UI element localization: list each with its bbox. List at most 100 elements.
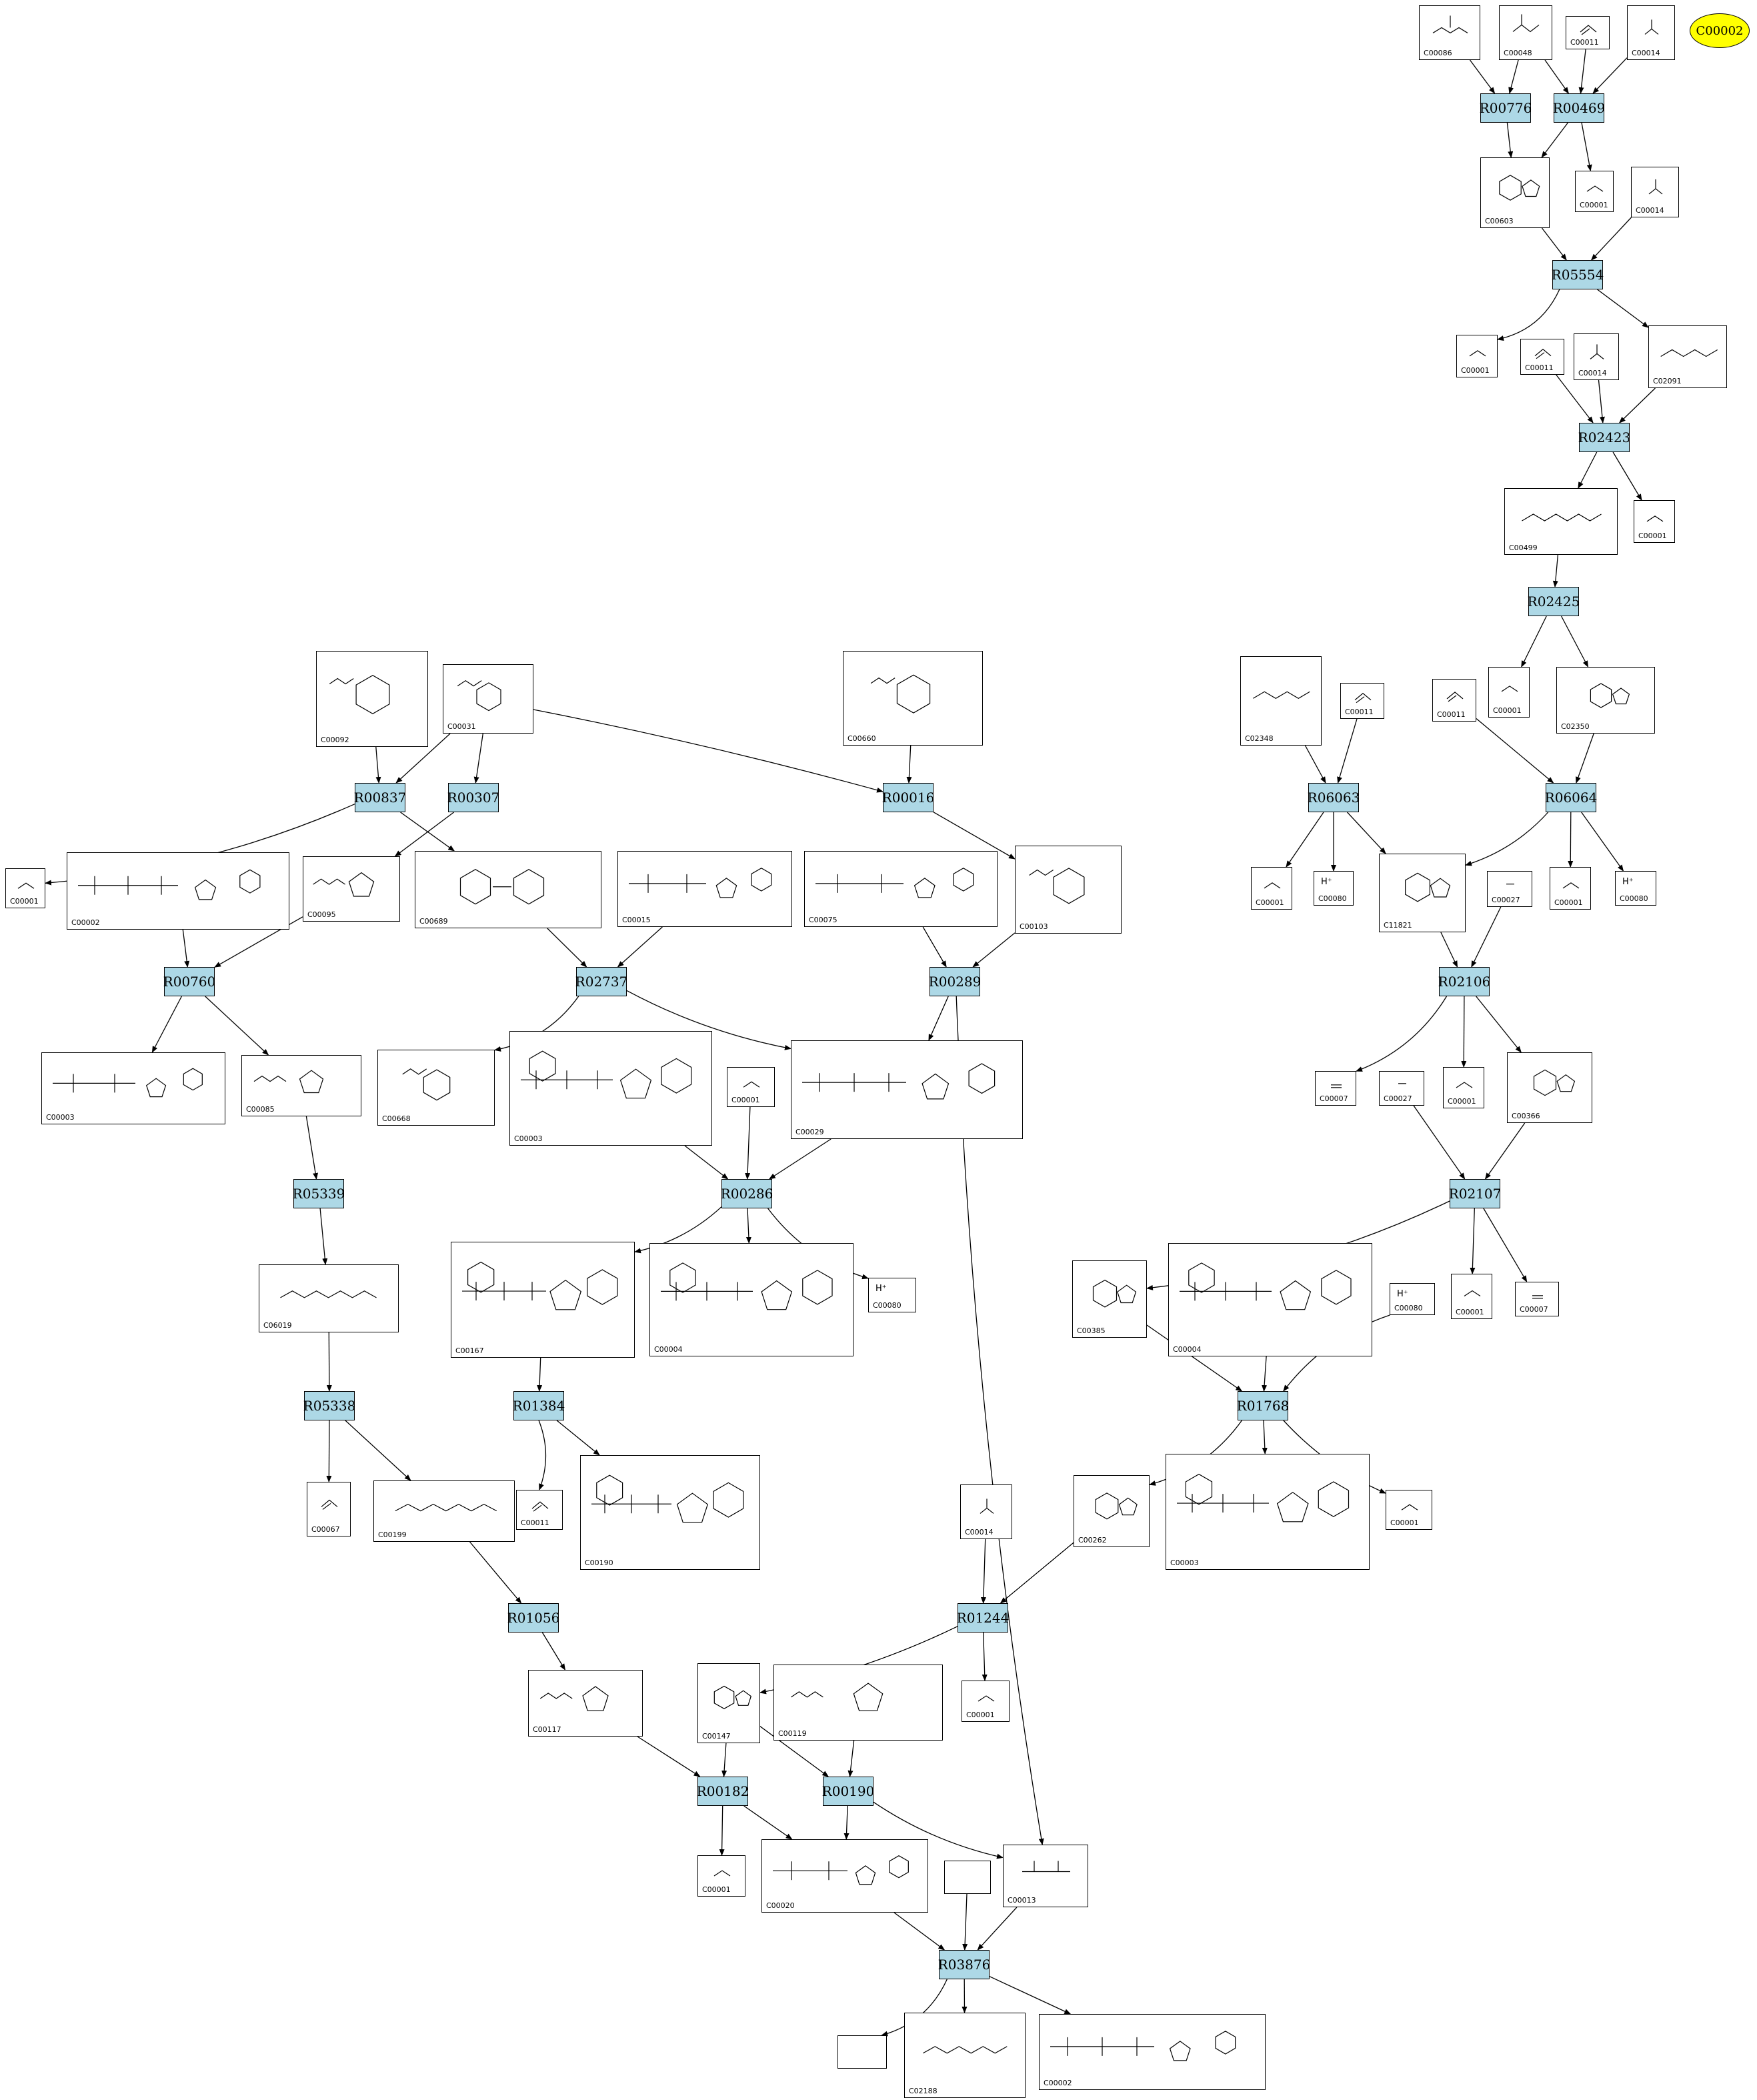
compound-node[interactable]: C00048 [1499,5,1552,60]
compound-node[interactable]: C00001 [5,868,45,908]
compound-node[interactable]: C00001 [1575,171,1614,212]
reaction-node[interactable]: R06063 [1308,783,1360,812]
compound-node[interactable]: C00015 [617,851,792,927]
compound-node[interactable]: C00103 [1015,846,1122,934]
compound-node[interactable]: C00003 [1166,1454,1370,1570]
reaction-node[interactable]: R02425 [1528,587,1580,616]
reaction-node[interactable]: R05338 [303,1391,355,1420]
compound-node[interactable]: C00020 [761,1839,928,1913]
compound-node[interactable]: C00067 [307,1482,351,1536]
reaction-node[interactable]: R01768 [1237,1391,1289,1420]
compound-node[interactable]: C00011 [516,1490,563,1530]
compound-node[interactable]: C00001 [1451,1274,1492,1319]
reaction-node[interactable]: R02423 [1578,423,1630,452]
compound-node[interactable]: C00689 [415,851,601,928]
compound-node[interactable]: C00014 [1627,5,1675,60]
compound-node[interactable]: C00085 [241,1055,361,1116]
reaction-node[interactable]: R05554 [1552,260,1604,289]
reaction-node[interactable]: R00776 [1480,93,1532,123]
compound-node[interactable]: C00002 [67,852,289,930]
compound-node[interactable]: C00002 [1039,2014,1266,2090]
compound-node[interactable]: C00027 [1379,1071,1424,1106]
structure-drawing [17,882,35,889]
compound-node[interactable]: C00199 [373,1480,515,1542]
compound-node[interactable]: C00029 [791,1040,1023,1139]
compound-node[interactable]: C00013 [1003,1845,1088,1907]
compound-node[interactable]: C00001 [1488,667,1530,718]
compound-node[interactable]: C00668 [377,1050,495,1126]
reaction-node[interactable]: R01384 [513,1391,565,1420]
reaction-node[interactable]: R00307 [447,783,499,812]
compound-node[interactable]: C00007 [1515,1282,1559,1316]
compound-node[interactable]: C00027 [1487,871,1532,907]
compound-node[interactable]: C00660 [843,651,983,746]
compound-node[interactable]: C00011 [1566,16,1610,49]
reaction-node[interactable]: R00182 [697,1777,749,1806]
compound-node[interactable]: C00075 [804,851,998,927]
compound-node[interactable]: C02091 [1648,325,1727,388]
compound-node[interactable]: C02350 [1556,667,1655,734]
compound-node[interactable]: C00086 [1419,5,1480,60]
compound-node[interactable]: H⁺C00080 [1390,1283,1435,1315]
compound-node[interactable]: C11821 [1379,854,1466,932]
compound-node[interactable]: C00014 [960,1484,1012,1539]
compound-node[interactable]: C00190 [580,1455,760,1570]
compound-node[interactable]: H⁺C00080 [868,1278,916,1312]
reaction-node[interactable]: R00286 [721,1179,773,1208]
compound-node[interactable]: C00262 [1074,1475,1150,1547]
compound-node[interactable]: C00001 [1456,335,1498,377]
reaction-node[interactable]: R05339 [293,1179,345,1208]
compound-node[interactable]: C00117 [528,1670,643,1737]
compound-node[interactable]: C00366 [1507,1052,1592,1123]
reaction-node[interactable]: R02107 [1449,1179,1501,1208]
compound-node[interactable]: C00499 [1504,488,1618,555]
compound-node[interactable]: C00011 [1432,679,1476,722]
compound-node[interactable]: C00003 [41,1052,225,1124]
compound-node[interactable]: C00007 [1315,1071,1356,1106]
compound-node[interactable]: C00095 [303,856,400,922]
reaction-node[interactable]: R01056 [507,1603,559,1633]
reaction-node[interactable]: R06064 [1545,783,1597,812]
reaction-node[interactable]: R00190 [822,1777,874,1806]
compound-node[interactable]: C00004 [649,1243,853,1356]
compound-node[interactable]: C00003 [509,1031,712,1146]
compound-node[interactable]: C00011 [1340,683,1384,719]
compound-node[interactable]: C00014 [1631,167,1679,217]
reaction-node[interactable]: R00016 [882,783,934,812]
reaction-node[interactable]: R01244 [957,1603,1009,1633]
compound-node[interactable]: C06019 [259,1264,399,1332]
reaction-node[interactable]: R00289 [929,967,981,996]
compound-node[interactable]: C00119 [773,1665,943,1741]
compound-node[interactable]: C00001 [1443,1067,1484,1108]
edge-arrow [1597,289,1649,328]
compound-node[interactable]: C00001 [697,1855,745,1897]
target-compound-node[interactable]: C00002 [1690,13,1750,48]
compound-node[interactable]: C00001 [727,1067,775,1107]
compound-node[interactable]: C00147 [697,1663,760,1743]
reaction-node[interactable]: R00469 [1553,93,1605,123]
compound-node[interactable]: C00603 [1480,157,1550,228]
reaction-node[interactable]: R02737 [575,967,627,996]
compound-node[interactable]: C00011 [1520,339,1564,375]
empty-compound-node[interactable] [944,1861,991,1894]
reaction-node[interactable]: R00837 [354,783,406,812]
compound-node[interactable]: C00092 [316,651,428,747]
compound-node[interactable]: C00001 [962,1681,1010,1722]
compound-node[interactable]: H⁺C00080 [1314,871,1354,906]
compound-node[interactable]: C02348 [1240,656,1322,746]
compound-node[interactable]: C00004 [1168,1243,1372,1356]
reaction-node[interactable]: R03876 [938,1950,990,1979]
compound-node[interactable]: C00031 [443,664,533,734]
compound-node[interactable]: C00001 [1634,500,1675,543]
compound-node[interactable]: C00001 [1386,1490,1432,1530]
compound-node[interactable]: C00001 [1251,867,1292,910]
compound-node[interactable]: C00385 [1072,1260,1147,1338]
compound-node[interactable]: C00167 [451,1242,635,1358]
compound-node[interactable]: C02188 [904,2013,1026,2098]
compound-node[interactable]: C00001 [1550,867,1591,910]
reaction-node[interactable]: R00760 [163,967,215,996]
compound-node[interactable]: C00014 [1574,333,1619,380]
compound-node[interactable]: H⁺C00080 [1615,871,1656,906]
empty-compound-node[interactable] [837,2035,887,2069]
reaction-node[interactable]: R02106 [1438,967,1490,996]
